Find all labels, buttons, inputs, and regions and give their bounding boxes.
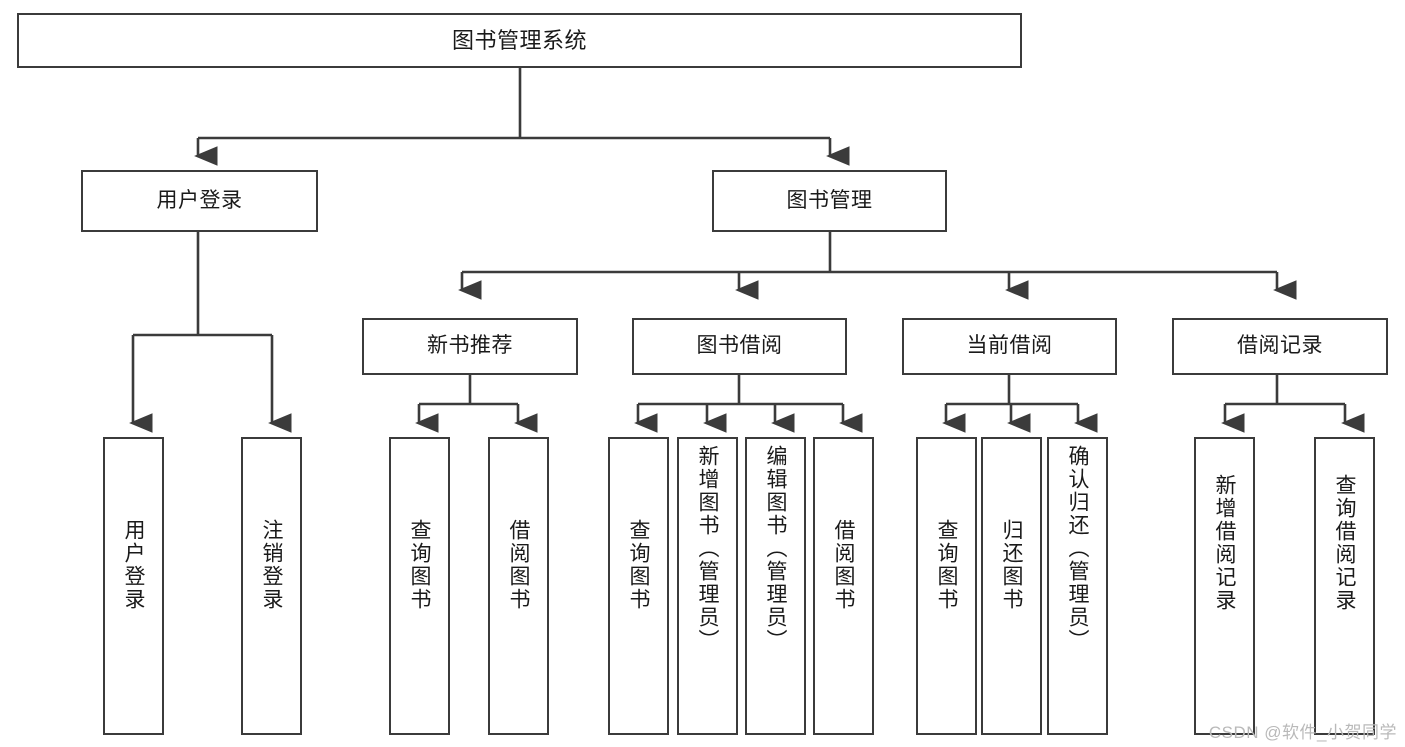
node-root-system[interactable]: 图书管理系统 [17,13,1022,68]
node-label: 归还图书 [1000,519,1023,611]
leaf-return-books[interactable]: 归还图书 [981,437,1042,735]
leaf-confirm-return-admin[interactable]: 确认归还（管理员） [1047,437,1108,735]
node-label: 图书借阅 [696,334,783,358]
leaf-query-books-recommend[interactable]: 查询图书 [389,437,450,735]
node-label: 借阅图书 [832,519,855,611]
node-label: 注销登录 [260,519,283,611]
node-label: 新增图书（管理员） [696,445,719,652]
node-label: 用户登录 [122,519,145,611]
leaf-borrow-books-recommend[interactable]: 借阅图书 [488,437,549,735]
node-label: 查询借阅记录 [1333,474,1356,612]
leaf-add-borrow-record[interactable]: 新增借阅记录 [1194,437,1255,735]
node-user-login[interactable]: 用户登录 [81,170,318,232]
leaf-logout[interactable]: 注销登录 [241,437,302,735]
leaf-query-borrow-record[interactable]: 查询借阅记录 [1314,437,1375,735]
watermark-text: CSDN @软件_小贺同学 [1208,723,1397,742]
node-book-management[interactable]: 图书管理 [712,170,947,232]
node-book-borrow[interactable]: 图书借阅 [632,318,847,375]
node-label: 新增借阅记录 [1213,474,1236,612]
node-label: 确认归还（管理员） [1066,445,1089,652]
leaf-borrow-books[interactable]: 借阅图书 [813,437,874,735]
node-label: 查询图书 [627,519,650,611]
node-new-book-recommend[interactable]: 新书推荐 [362,318,578,375]
node-current-borrow[interactable]: 当前借阅 [902,318,1117,375]
node-label: 新书推荐 [427,334,513,358]
node-label: 查询图书 [408,519,431,611]
leaf-add-book-admin[interactable]: 新增图书（管理员） [677,437,738,735]
leaf-user-login[interactable]: 用户登录 [103,437,164,735]
node-label: 图书管理 [786,188,873,212]
node-label: 图书管理系统 [451,27,587,53]
node-label: 当前借阅 [966,334,1053,358]
node-label: 借阅记录 [1237,334,1323,358]
node-label: 编辑图书（管理员） [764,445,787,652]
node-label: 借阅图书 [507,519,530,611]
leaf-query-books-current[interactable]: 查询图书 [916,437,977,735]
node-label: 用户登录 [156,188,243,212]
leaf-query-books-borrow[interactable]: 查询图书 [608,437,669,735]
leaf-edit-book-admin[interactable]: 编辑图书（管理员） [745,437,806,735]
node-label: 查询图书 [935,519,958,611]
node-borrow-records[interactable]: 借阅记录 [1172,318,1388,375]
